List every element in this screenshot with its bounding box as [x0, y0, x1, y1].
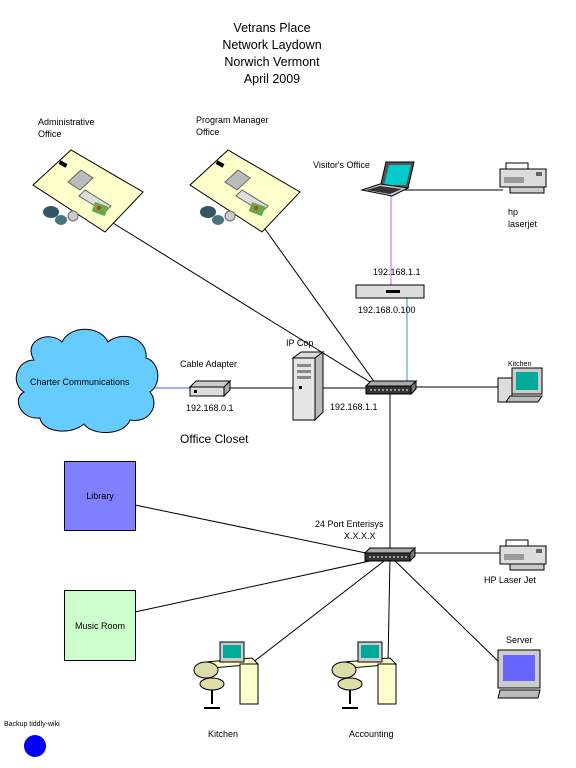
title-line-3: Norwich Vermont — [224, 55, 320, 69]
link-switch24-server — [391, 557, 501, 664]
hp-printer-label-2: laserjet — [508, 219, 538, 229]
link-switch24-accounting — [387, 557, 391, 664]
admin-office-label-1: Administrative — [38, 117, 95, 127]
server-label: Server — [506, 635, 533, 645]
link-admin-switch — [99, 214, 379, 388]
laptop-icon — [360, 161, 415, 197]
pm-office-label-1: Program Manager — [196, 115, 269, 125]
hp-laserjet-label: HP Laser Jet — [484, 575, 536, 585]
link-switch24-kitchen — [251, 557, 389, 664]
cable-adapter-ip: 192.168.0.1 — [186, 403, 234, 413]
accounting-desk-icon — [331, 641, 398, 709]
title-line-2: Network Laydown — [222, 38, 322, 52]
cable-adapter-label: Cable Adapter — [180, 359, 238, 369]
office-closet-label: Office Closet — [180, 432, 249, 446]
charter-label: Charter Communications — [30, 377, 130, 387]
link-music-switch24 — [134, 556, 389, 613]
kitchen-desk-icon — [193, 641, 260, 709]
music-room-label: Music Room — [74, 620, 125, 631]
connection-lines — [99, 189, 503, 664]
ipcop-tower-icon — [291, 351, 325, 422]
kitchen-top-label: Kitchen — [508, 361, 532, 368]
backup-label: Backup tiddly-wiki — [4, 721, 60, 728]
router-ip-top: 192.168.1.1 — [373, 267, 421, 277]
admin-office-desk-icon — [32, 149, 144, 233]
switch24-label-1: 24 Port Enterisys — [315, 519, 384, 529]
admin-office-label-2: Office — [38, 129, 62, 139]
ipcop-label: IP Cop — [286, 338, 314, 348]
link-library-switch24 — [134, 504, 367, 554]
accounting-label: Accounting — [349, 729, 394, 739]
switch-ip-label: 192.168.1.1 — [330, 402, 378, 412]
server-icon — [497, 649, 541, 699]
hp-printer-label-1: hp — [508, 207, 519, 217]
charter-cloud-icon — [15, 328, 159, 433]
cable-adapter-icon — [188, 379, 232, 398]
kitchen-bottom-label: Kitchen — [208, 729, 239, 739]
link-pm-switch — [254, 214, 379, 388]
backup-dot-icon — [24, 735, 46, 757]
library-label: Library — [86, 491, 114, 501]
title-line-1: Vetrans Place — [233, 21, 311, 35]
title-line-4: April 2009 — [243, 72, 301, 86]
visitor-office-label: Visitor's Office — [313, 160, 370, 170]
printer-icon-bottom — [499, 539, 547, 571]
kitchen-workstation-icon-top — [497, 367, 543, 403]
library-box: Library — [64, 461, 136, 531]
switch24-label-2: X.X.X.X — [344, 531, 376, 541]
main-switch-icon — [364, 379, 418, 396]
pm-office-desk-icon — [189, 149, 301, 233]
printer-icon-top — [499, 162, 547, 194]
pm-office-label-2: Office — [196, 127, 220, 137]
music-room-box: Music Room — [64, 590, 136, 661]
router-icon — [355, 284, 425, 299]
router-ip-bottom: 192.168.0.100 — [358, 305, 416, 315]
switch24-icon — [363, 546, 417, 563]
